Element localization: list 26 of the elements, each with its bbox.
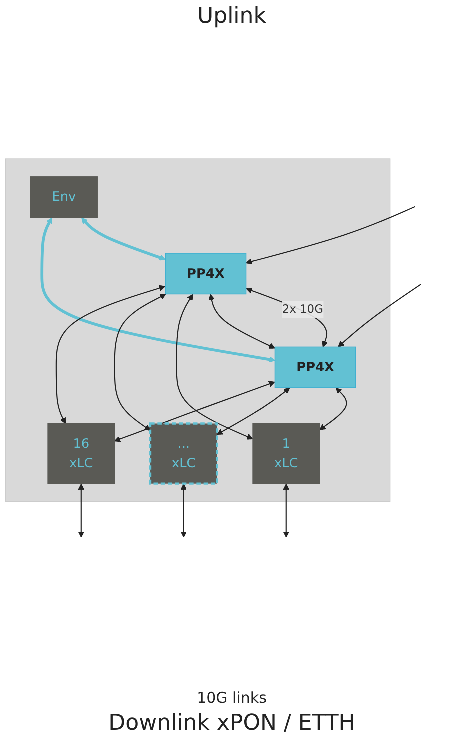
arrow xyxy=(78,484,85,538)
edge-label: 2x 10G xyxy=(282,302,324,316)
node-box: Env xyxy=(30,176,98,218)
cluster xyxy=(5,158,391,502)
arrow xyxy=(208,294,276,349)
arrow xyxy=(114,381,276,442)
arrow xyxy=(82,218,166,261)
arrow xyxy=(216,388,290,436)
arrow xyxy=(338,284,422,348)
arrow xyxy=(283,484,290,538)
arrow xyxy=(246,288,328,348)
arrow xyxy=(319,388,348,430)
node-box: ... xLC xyxy=(149,422,218,485)
node-box: PP4X xyxy=(274,346,356,388)
arrow xyxy=(176,294,254,440)
arrow xyxy=(246,206,416,265)
node-box: 16 xLC xyxy=(48,423,116,484)
arrow xyxy=(56,285,166,424)
heading-text: Uplink xyxy=(198,4,266,29)
heading-text: Downlink xPON / ETTH xyxy=(108,711,356,736)
arrow xyxy=(114,294,166,431)
node-box: PP4X xyxy=(165,253,247,295)
arrow xyxy=(180,484,188,538)
note-text: 10G links xyxy=(196,689,268,707)
arrow xyxy=(40,218,276,363)
node-box: 1 xLC xyxy=(252,423,320,484)
